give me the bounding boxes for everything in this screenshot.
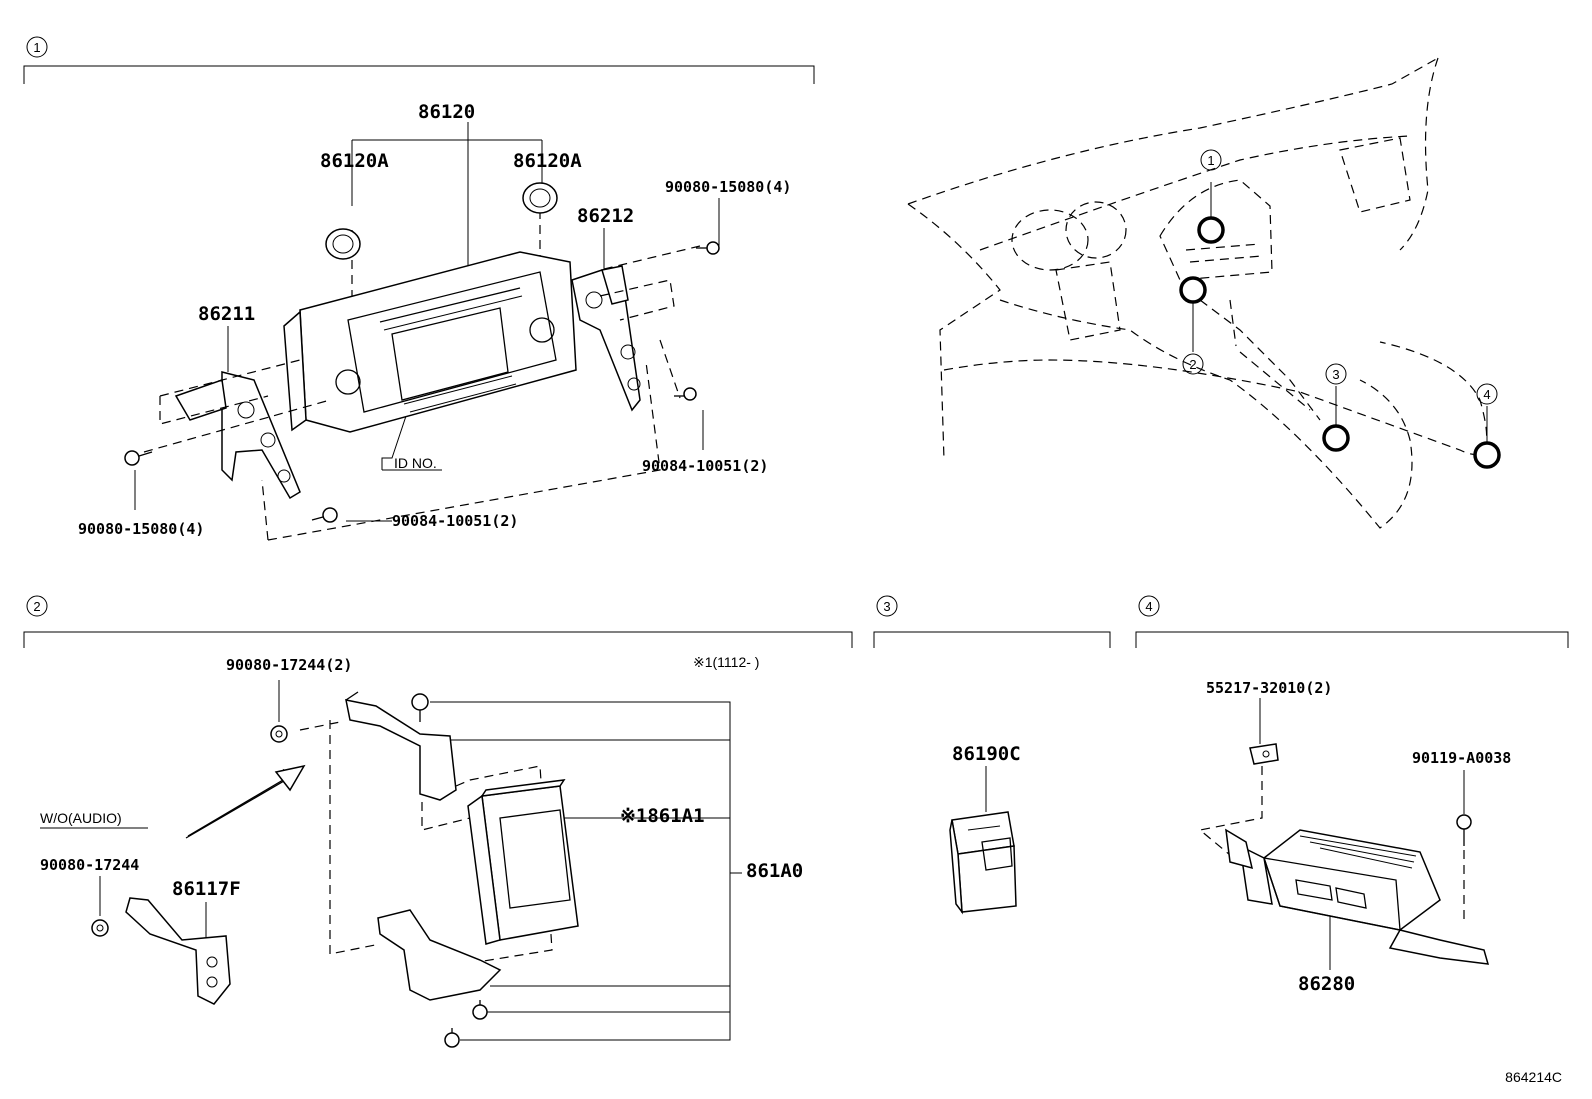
leader-id-no xyxy=(381,409,409,470)
overview-callout-4 xyxy=(1476,383,1498,405)
label-screw-90119-a0038: 90119-A0038 xyxy=(1412,749,1511,767)
mount-dash-left xyxy=(159,359,301,425)
leader-861a0-bracket xyxy=(430,701,742,1041)
section-2: 2 90080-17244(2) ※1(1112- ) W/O(AUDIO) 9… xyxy=(23,595,853,1048)
label-bolt-90080-15080-top: 90080-15080(4) xyxy=(665,178,791,196)
arrow-head xyxy=(274,764,306,792)
bolt-90080-15080-top xyxy=(696,241,720,255)
label-clip-55217-32010: 55217-32010(2) xyxy=(1206,679,1332,697)
overview-location-2 xyxy=(1179,276,1207,304)
label-86120a-right: 86120A xyxy=(513,150,582,172)
section-1-bracket xyxy=(23,65,815,84)
section-badge-4 xyxy=(1138,595,1160,617)
overview-callout-1 xyxy=(1200,149,1222,171)
section-badge-2 xyxy=(26,595,48,617)
label-bolt-90080-17244-2: 90080-17244(2) xyxy=(226,656,352,674)
screw-90119-a0038 xyxy=(1456,814,1472,846)
mount-dash-bottom xyxy=(261,361,661,541)
amplifier-86280 xyxy=(1225,828,1490,965)
label-86120a-left: 86120A xyxy=(320,150,389,172)
section-3: 3 86190C xyxy=(873,595,1111,915)
overview-callout-2 xyxy=(1182,353,1204,375)
label-bolt-90080-15080-left: 90080-15080(4) xyxy=(78,520,204,538)
mount-dash-861a0 xyxy=(299,720,553,969)
section-1: 1 86120 86120A 86120A 86212 86211 90080-… xyxy=(23,36,815,541)
nut-90080-17244-top xyxy=(270,725,288,743)
bolt-top-861a0 xyxy=(411,693,429,722)
section-badge-2-text: 2 xyxy=(33,599,40,614)
mount-dash-right-bolt xyxy=(659,339,681,399)
section-2-bracket xyxy=(23,631,853,648)
clip-55217-32010 xyxy=(1249,743,1279,765)
bolt-90080-15080-left xyxy=(124,450,153,466)
nut-90080-17244-left xyxy=(91,919,109,937)
switch-86190c xyxy=(949,811,1017,915)
dashboard-overview: 1 2 3 4 xyxy=(907,57,1501,529)
section-3-bracket xyxy=(873,631,1111,648)
label-86211: 86211 xyxy=(198,303,255,325)
overview-location-1 xyxy=(1197,216,1225,244)
bracket-lower-861a0 xyxy=(377,909,502,1001)
bracket-86211 xyxy=(174,371,301,500)
overview-location-4 xyxy=(1473,441,1501,469)
section-badge-3-text: 3 xyxy=(883,599,890,614)
bolt-90084-10051-bottom xyxy=(311,507,338,523)
label-861a1: ※1861A1 xyxy=(620,805,705,827)
label-861a0: 861A0 xyxy=(746,860,803,882)
label-86212: 86212 xyxy=(577,205,634,227)
section-4: 4 55217-32010(2) 90119-A0038 86280 xyxy=(1135,595,1569,995)
knob-86120a-left xyxy=(325,228,361,260)
label-bolt-90080-17244: 90080-17244 xyxy=(40,856,139,874)
bracket-upper-861a0 xyxy=(345,699,457,801)
leader-86120 xyxy=(351,122,543,266)
mount-dash-86280 xyxy=(1198,766,1465,920)
bolt-bottom-861a0-1 xyxy=(472,1000,488,1020)
knob-86120a-right xyxy=(522,182,558,214)
label-86117f: 86117F xyxy=(172,878,241,900)
section-badge-3 xyxy=(876,595,898,617)
label-id-no: ID NO. xyxy=(394,455,437,471)
section-badge-1 xyxy=(26,36,48,58)
section-badge-1-text: 1 xyxy=(33,40,40,55)
knob-left-inner xyxy=(332,234,354,254)
overview-callout-1-text: 1 xyxy=(1207,153,1214,168)
bolt-90084-10051-right xyxy=(674,387,697,401)
label-86190c: 86190C xyxy=(952,743,1021,765)
label-bolt-90084-10051-right: 90084-10051(2) xyxy=(642,457,768,475)
mount-dash-right xyxy=(599,245,701,321)
bracket-86117f xyxy=(125,897,231,1005)
overview-callout-2-text: 2 xyxy=(1189,357,1196,372)
bracket-86212 xyxy=(571,265,641,412)
bolt-bottom-861a0-2 xyxy=(444,1028,460,1048)
overview-callout-4-text: 4 xyxy=(1483,387,1490,402)
label-wo-audio: W/O(AUDIO) xyxy=(40,810,122,826)
section-badge-4-text: 4 xyxy=(1145,599,1152,614)
overview-callout-3 xyxy=(1325,363,1347,385)
radio-head-unit-86120 xyxy=(283,251,577,433)
label-bolt-90084-10051-bottom: 90084-10051(2) xyxy=(392,512,518,530)
label-note-1112: ※1(1112- ) xyxy=(693,654,759,670)
module-861a1 xyxy=(467,779,579,945)
overview-callout-3-text: 3 xyxy=(1332,367,1339,382)
section-4-bracket xyxy=(1135,631,1569,648)
overview-location-3 xyxy=(1322,424,1350,452)
mount-dash-left-bolt xyxy=(143,399,331,453)
diagram-code: 864214C xyxy=(1505,1069,1562,1085)
knob-right-inner xyxy=(529,188,551,208)
label-86120: 86120 xyxy=(418,101,475,123)
label-86280: 86280 xyxy=(1298,973,1355,995)
